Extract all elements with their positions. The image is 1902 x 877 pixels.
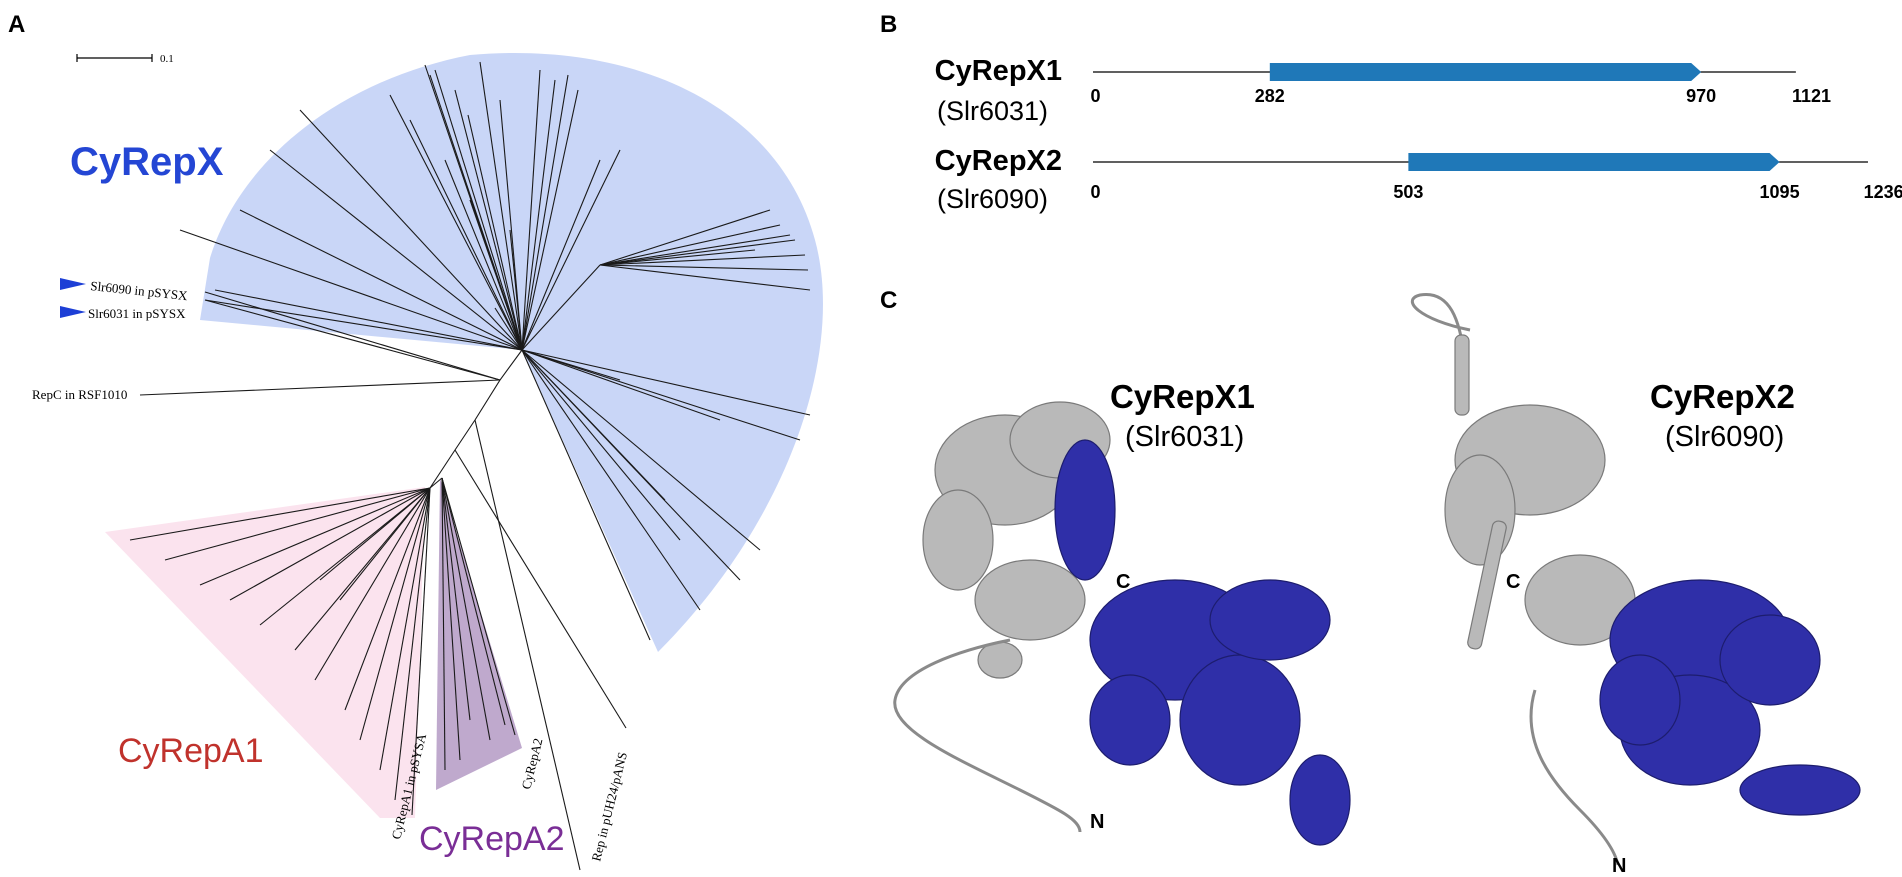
cyrepx-clade-label: CyRepX [70, 140, 224, 184]
structure-2-n-terminal-loop [1529, 689, 1620, 866]
slr6031-leaf-label: Slr6031 in pSYSX [88, 306, 186, 321]
slr6031-marker-icon [60, 306, 86, 318]
domain-bar-2 [1408, 153, 1780, 171]
position-label-length-2: 1236 [1864, 182, 1902, 202]
position-label-start-2: 0 [1091, 182, 1101, 202]
panel-a: A 0.1 [8, 11, 823, 871]
panel-c: C N C CyRepX1 (Sl [880, 287, 1861, 877]
rep-puh24-leaf-label: Rep in pUH24/pANS [588, 750, 630, 862]
structure-1-id: (Slr6031) [1125, 421, 1244, 453]
structure-2-c-terminus-label: C [1506, 571, 1520, 593]
structure-2-top-loop [1411, 292, 1471, 361]
cyrepa1-clade-shading [105, 487, 425, 818]
cyrepa2-leaf-label: CyRepA2 [518, 737, 545, 791]
repc-leaf-label: RepC in RSF1010 [32, 387, 127, 402]
domain-map-name-2: CyRepX2 [935, 145, 1062, 177]
panel-a-letter: A [8, 11, 25, 38]
structure-1-n-terminus-label: N [1090, 811, 1104, 833]
structure-1-blue-domain [1054, 439, 1351, 846]
structure-2-n-terminus-label: N [1612, 855, 1626, 877]
domain-map-cyrepx1: CyRepX1 (Slr6031) 0 282 970 1121 [935, 55, 1831, 126]
cyrepx-clade-shading [200, 52, 823, 652]
phylogenetic-tree [129, 61, 811, 871]
structure-1-n-terminal-loop [893, 638, 1082, 833]
structure-cyrepx2: N C CyRepX2 (Slr6090) [1411, 292, 1861, 877]
cyrepa2-clade-shading [436, 478, 522, 790]
domain-map-cyrepx2: CyRepX2 (Slr6090) 0 503 1095 1236 [935, 145, 1902, 214]
domain-bar-1 [1269, 63, 1702, 81]
position-label-domain-start-2: 503 [1393, 182, 1423, 202]
panel-b: B CyRepX1 (Slr6031) 0 282 970 1121 CyRep… [880, 11, 1902, 214]
structure-1-grey-domain [922, 401, 1111, 679]
position-label-domain-start-1: 282 [1255, 86, 1285, 106]
structure-cyrepx1: N C CyRepX1 (Slr6031) [893, 378, 1351, 846]
structure-1-name: CyRepX1 [1110, 378, 1255, 415]
slr6090-marker-icon [60, 278, 86, 290]
structure-2-id: (Slr6090) [1665, 421, 1784, 453]
structure-2-blue-domain [1599, 579, 1861, 816]
position-label-start-1: 0 [1091, 86, 1101, 106]
scale-bar: 0.1 [76, 53, 174, 65]
panel-b-letter: B [880, 11, 897, 38]
slr6090-leaf-label: Slr6090 in pSYSX [90, 278, 189, 303]
domain-map-id-1: (Slr6031) [937, 96, 1048, 126]
structure-2-grey-domain [1444, 334, 1636, 650]
structure-1-c-terminus-label: C [1116, 571, 1130, 593]
scale-bar-label: 0.1 [160, 53, 174, 65]
panel-c-letter: C [880, 287, 897, 314]
domain-map-name-1: CyRepX1 [935, 55, 1062, 87]
cyrepa2-clade-label: CyRepA2 [419, 820, 565, 858]
position-label-domain-end-1: 970 [1686, 86, 1716, 106]
position-label-length-1: 1121 [1792, 86, 1831, 106]
structure-2-name: CyRepX2 [1650, 378, 1795, 415]
cyrepa1-clade-label: CyRepA1 [118, 732, 264, 770]
domain-map-id-2: (Slr6090) [937, 184, 1048, 214]
position-label-domain-end-2: 1095 [1760, 182, 1800, 202]
